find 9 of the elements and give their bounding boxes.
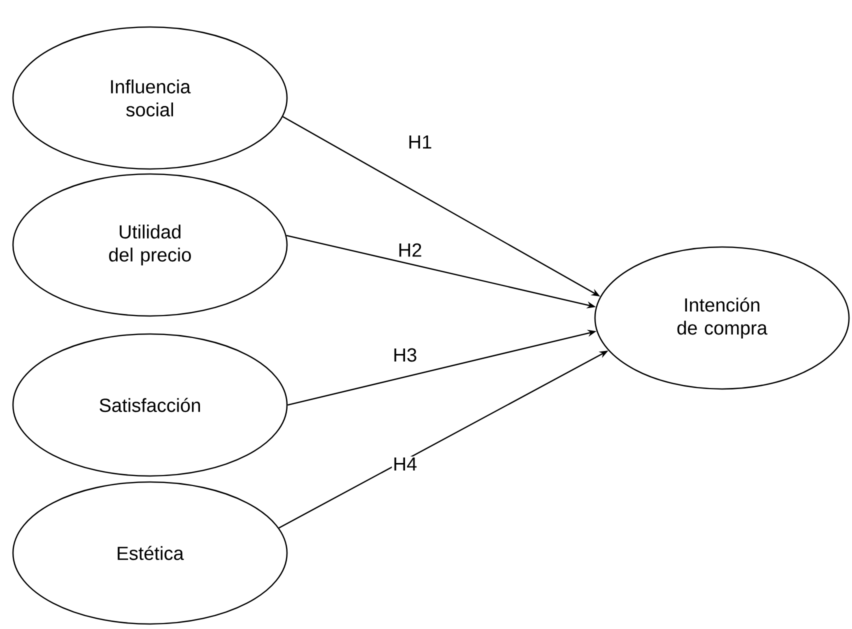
ellipse-node: Influencia social xyxy=(12,26,288,170)
edge-label: H4 xyxy=(392,456,418,472)
edge-label: H2 xyxy=(396,242,424,258)
ellipse-node: Estética xyxy=(12,481,288,625)
ellipse-node: Intención de compra xyxy=(594,246,850,390)
edge-label: H1 xyxy=(406,134,434,150)
ellipse-node: Utilidad del precio xyxy=(12,173,288,317)
ellipse-node: Satisfacción xyxy=(12,333,288,477)
edge-label: H3 xyxy=(392,347,418,363)
